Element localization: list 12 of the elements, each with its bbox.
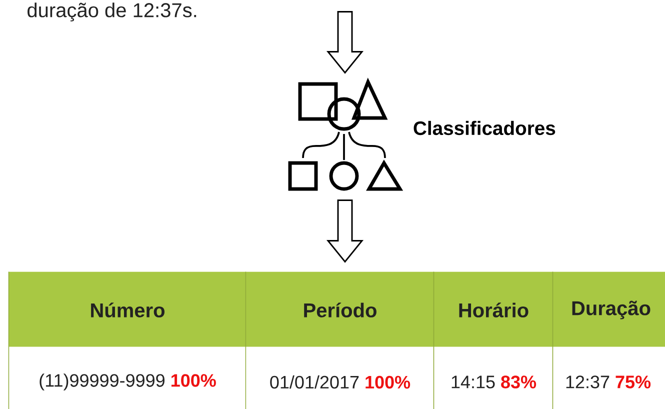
column-header: Horário bbox=[459, 302, 528, 318]
table-cell: (11)99999-9999 100% bbox=[40, 374, 216, 390]
classifier-label: Classificadores bbox=[414, 120, 556, 136]
table-cell: 12:37 75% bbox=[566, 376, 651, 388]
block-arrow bbox=[326, 11, 364, 74]
intro-text: duração de 12:37s. bbox=[28, 2, 196, 22]
block-arrow bbox=[326, 200, 364, 263]
column-header: Período bbox=[304, 302, 376, 318]
table-cell: 14:15 83% bbox=[452, 376, 536, 388]
column-header: Duração bbox=[572, 300, 650, 320]
table-cell: 01/01/2017 100% bbox=[270, 375, 410, 389]
column-header: Número bbox=[91, 302, 164, 318]
